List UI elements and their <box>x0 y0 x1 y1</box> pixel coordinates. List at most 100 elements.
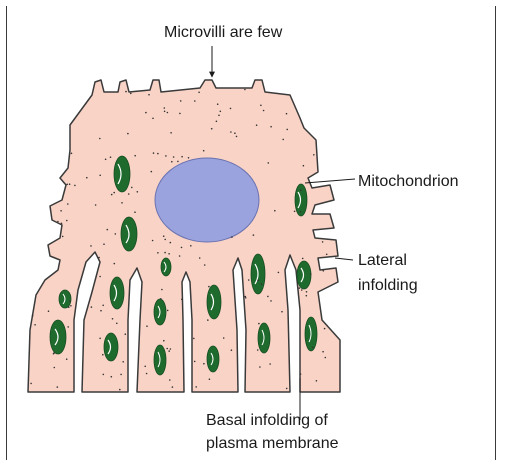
granule <box>286 388 288 390</box>
granule <box>299 287 301 289</box>
granule <box>57 386 59 388</box>
mitochondrion-15 <box>258 323 270 353</box>
granule <box>164 111 166 113</box>
label-lateral-line1: Lateral <box>358 252 407 269</box>
granule <box>278 272 280 274</box>
granule <box>223 337 225 339</box>
granule <box>286 113 288 115</box>
mitochondrion-5 <box>251 254 265 294</box>
granule <box>194 100 196 102</box>
granule <box>167 112 169 114</box>
granule <box>217 103 219 105</box>
granule <box>211 128 213 130</box>
granule <box>300 373 302 375</box>
granule <box>204 264 206 266</box>
granule <box>177 161 179 163</box>
mitochondrion-3 <box>161 258 171 276</box>
granule <box>153 152 155 154</box>
granule <box>30 383 32 385</box>
granule <box>306 295 308 297</box>
granule <box>168 350 170 352</box>
granule <box>236 136 238 138</box>
granule <box>113 192 115 194</box>
lateral-leader <box>335 258 353 260</box>
granule <box>122 361 124 363</box>
granule <box>91 306 93 308</box>
granule <box>170 132 172 134</box>
granule <box>146 325 148 327</box>
granule <box>86 177 88 179</box>
granule <box>270 300 272 302</box>
granule <box>282 139 284 141</box>
mitochondrion-11 <box>50 320 66 354</box>
granule <box>167 310 169 312</box>
granule <box>66 358 68 360</box>
granule <box>160 298 162 300</box>
granule <box>322 241 324 243</box>
granule <box>137 191 139 193</box>
granule <box>230 131 232 133</box>
granule <box>268 162 270 164</box>
mitochondrion-14 <box>207 346 219 372</box>
granule <box>166 348 168 350</box>
granule <box>234 132 236 134</box>
granule <box>256 124 258 126</box>
granule <box>269 363 271 365</box>
granule <box>208 286 210 288</box>
label-basal-line2: plasma membrane <box>206 435 339 452</box>
granule <box>245 296 247 298</box>
granule <box>231 349 233 351</box>
granule <box>165 155 167 157</box>
granule <box>128 193 130 195</box>
granule <box>312 347 314 349</box>
granule <box>74 185 76 187</box>
granule <box>163 340 165 342</box>
mitochondrion-7 <box>59 290 71 308</box>
granule <box>110 156 112 158</box>
granule <box>260 105 262 107</box>
granule <box>134 211 136 213</box>
granule <box>259 366 261 368</box>
granule <box>253 234 255 236</box>
granule <box>164 107 166 109</box>
granule <box>230 108 232 110</box>
granule <box>61 223 63 225</box>
granule <box>95 204 97 206</box>
granule <box>168 253 170 255</box>
granule <box>188 157 190 159</box>
granule <box>300 189 302 191</box>
granule <box>294 211 296 213</box>
granule <box>151 171 153 173</box>
granule <box>130 93 132 95</box>
granule <box>54 367 56 369</box>
granule <box>286 129 288 131</box>
granule <box>70 305 72 307</box>
granule <box>62 236 64 238</box>
granule <box>303 165 305 167</box>
granule <box>257 280 259 282</box>
granule <box>248 279 250 281</box>
granule <box>209 378 211 380</box>
mitochondrion-4 <box>295 184 307 216</box>
granule <box>121 202 123 204</box>
granule <box>163 235 165 237</box>
granule <box>69 183 71 185</box>
granule <box>170 242 172 244</box>
granule <box>179 255 181 257</box>
granule <box>270 126 272 128</box>
granule <box>164 239 166 241</box>
granule <box>306 291 308 293</box>
granule <box>194 361 196 363</box>
granule <box>90 245 92 247</box>
granule <box>114 263 116 265</box>
granule <box>157 153 159 155</box>
mitochondrion-10 <box>207 285 221 319</box>
granule <box>69 300 71 302</box>
granule <box>112 318 114 320</box>
granule <box>173 156 175 158</box>
granule <box>131 187 133 189</box>
label-lateral-line2: infolding <box>358 277 418 294</box>
mitochondrion-8 <box>110 277 124 309</box>
granule <box>67 326 69 328</box>
